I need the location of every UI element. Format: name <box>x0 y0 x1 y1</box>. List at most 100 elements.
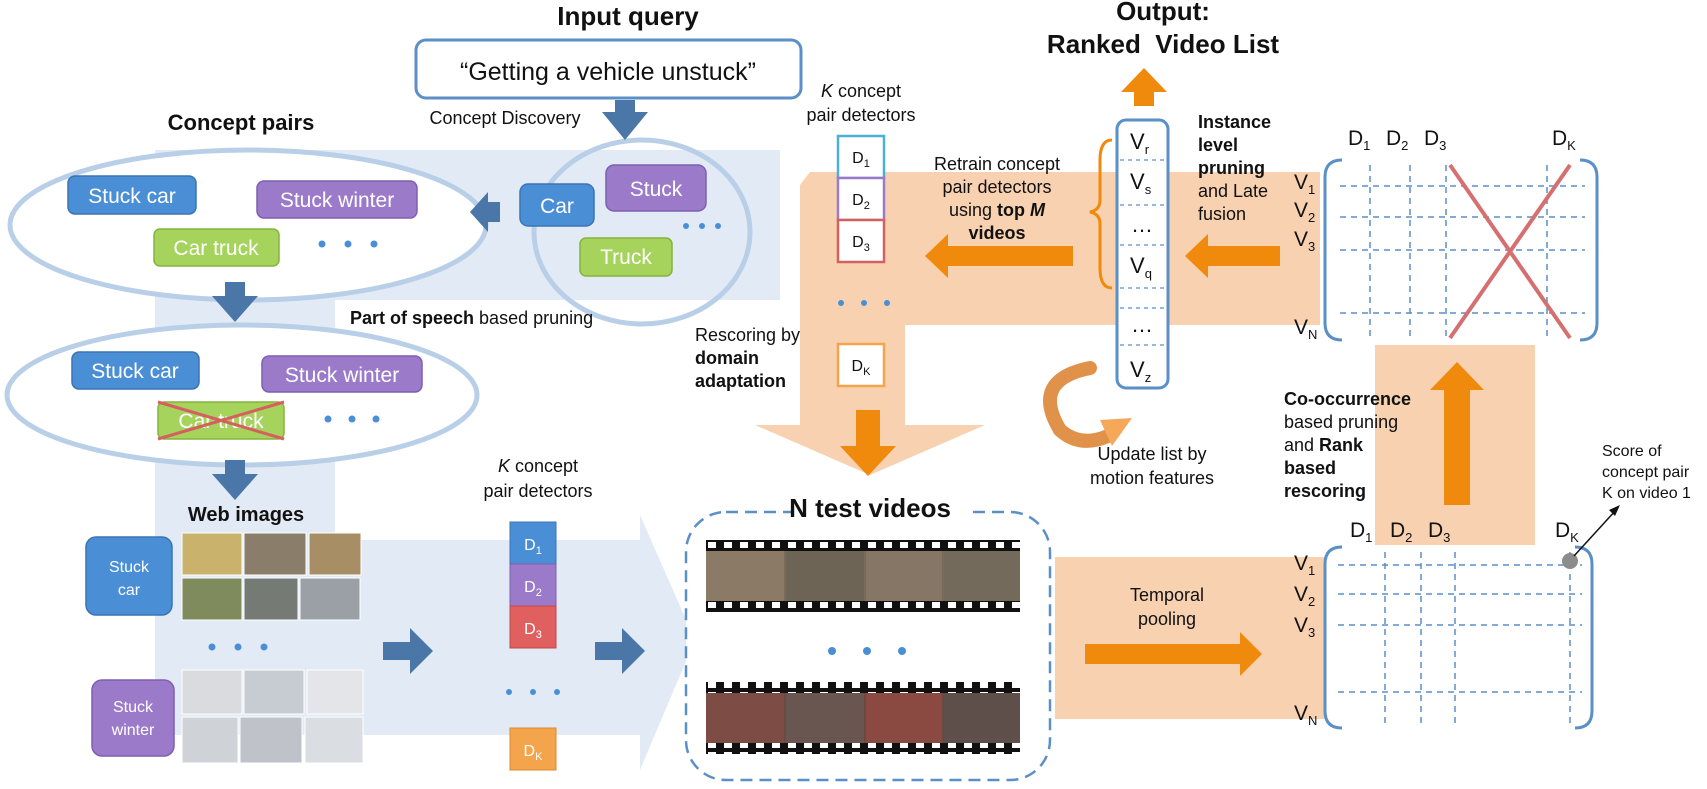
concept-discovery-label: Concept Discovery <box>429 108 580 128</box>
concept-stuck-label: Stuck <box>630 178 683 201</box>
pair-stuck-car-label: Stuck car <box>88 185 176 208</box>
score-matrix <box>1323 545 1594 730</box>
pair-stuck-car-pill: Stuck car <box>67 175 197 215</box>
pair-car-truck-pill: Car truck <box>153 228 280 267</box>
rescoring-line3: adaptation <box>695 371 786 391</box>
update-list-line1: Update list by <box>1097 444 1206 464</box>
score-label-line2: concept pair <box>1602 464 1690 481</box>
output-up-arrow <box>1121 68 1167 106</box>
bottom-matrix-col-dk: DK <box>1555 519 1579 545</box>
web-images-title: Web images <box>188 504 304 526</box>
update-list-arrowhead <box>1100 418 1132 446</box>
top-matrix-row-v3: V3 <box>1294 228 1315 254</box>
score-dot <box>1562 553 1578 569</box>
retrain-line3: using top M <box>949 200 1046 220</box>
matrix-to-list-arrow <box>1185 234 1280 278</box>
rescoring-line1: Rescoring by <box>695 325 800 345</box>
top-matrix-col-d3: D3 <box>1424 127 1446 153</box>
pruned-car-truck-pill: Car truck <box>157 400 285 441</box>
bottom-detectors-label: K concept <box>498 456 578 476</box>
bottom-matrix-col-d2: D2 <box>1390 519 1412 545</box>
bottom-detector-dk: DK <box>524 743 544 763</box>
web-stuck-car-line2: car <box>118 582 141 599</box>
pooling-background <box>1055 557 1325 719</box>
concept-truck-pill: Truck <box>579 237 673 277</box>
pruned-more-dots <box>324 415 380 423</box>
pruned-to-web-arrow <box>212 460 258 500</box>
bottom-detectors-k: K <box>498 456 511 476</box>
input-query-text: “Getting a vehicle unstuck” <box>460 58 756 86</box>
retrain-line4: videos <box>968 223 1025 243</box>
retrain-line1: Retrain concept <box>934 154 1060 174</box>
top-detector-d3: D3 <box>852 234 870 254</box>
top-matrix-col-dk: DK <box>1552 127 1576 153</box>
input-query-box <box>414 38 803 100</box>
cooccurrence-line1: Co-occurrence <box>1284 389 1411 409</box>
pos-pruning-label: Part of speech based pruning <box>350 308 593 328</box>
pair-stuck-winter-pill: Stuck winter <box>256 180 418 219</box>
bottom-detector-more-dots <box>506 689 560 695</box>
pruned-stuck-winter-pill: Stuck winter <box>261 355 423 393</box>
temporal-pooling-line1: Temporal <box>1130 585 1204 605</box>
concept-pairs-ellipse <box>7 147 489 303</box>
ranked-dots-2: … <box>1131 312 1153 337</box>
instance-line5: fusion <box>1198 204 1246 224</box>
cooccurrence-line5: rescoring <box>1284 481 1366 501</box>
bottom-matrix-col-d3: D3 <box>1428 519 1450 545</box>
bottom-matrix-row-v1: V1 <box>1294 552 1315 578</box>
top-detector-more-dots <box>838 300 890 306</box>
retrain-arrow <box>925 234 1073 278</box>
detectors-to-videos-down-arrow <box>840 410 896 476</box>
score-pointer-line <box>1573 509 1617 557</box>
top-matrix-row-vn: VN <box>1294 316 1317 342</box>
top-matrix-row-v2: V2 <box>1294 199 1315 225</box>
web-stuck-car-line1: Stuck <box>109 559 150 576</box>
web-stuck-winter-line1: Stuck <box>113 699 154 716</box>
film-strip-top <box>706 540 1020 612</box>
score-label-line1: Score of <box>1602 443 1662 460</box>
input-query-title: Input query <box>557 1 699 31</box>
top-detectors-label-line2: pair detectors <box>806 105 915 125</box>
web-more-dots <box>208 643 268 651</box>
pruned-pairs-ellipse <box>4 322 480 468</box>
ranked-vr: Vr <box>1130 129 1150 157</box>
test-videos-title: N test videos <box>789 493 951 523</box>
concept-pairs-title: Concept pairs <box>168 110 315 135</box>
concepts-to-pairs-arrow <box>470 192 500 232</box>
top-detectors-k: K <box>821 81 834 101</box>
web-stuck-car-thumbnails <box>181 532 362 621</box>
feedback-flow-background <box>755 172 1320 475</box>
bottom-detector-d3: D3 <box>524 621 542 641</box>
web-stuck-winter-thumbnails <box>181 669 364 764</box>
instance-line2: level <box>1198 135 1238 155</box>
pruned-cross-line <box>157 400 285 441</box>
update-list-line2: motion features <box>1090 468 1214 488</box>
output-title-line1: Output: <box>1116 0 1210 26</box>
pair-more-dots <box>318 240 378 248</box>
bottom-matrix-col-d1: D1 <box>1350 519 1372 545</box>
score-label-line3: K on video 1 <box>1602 485 1691 502</box>
bottom-matrix-row-v3: V3 <box>1294 614 1315 640</box>
temporal-pooling-line2: pooling <box>1138 609 1196 629</box>
rescoring-up-arrow <box>1430 362 1484 505</box>
bottom-detectors-label-rest: concept <box>510 456 578 476</box>
top-detector-dk: DK <box>852 358 872 378</box>
pairs-to-pruned-arrow <box>212 282 258 322</box>
top-m-brace <box>1089 138 1113 290</box>
pos-pruning-rest: based pruning <box>474 308 593 328</box>
rescoring-line2: domain <box>695 348 759 368</box>
concept-stuck-pill: Stuck <box>605 164 707 212</box>
web-stuck-winter-line2: winter <box>111 722 155 739</box>
pair-car-truck-label: Car truck <box>173 237 259 260</box>
top-detectors-label-rest: concept <box>833 81 901 101</box>
bottom-matrix-row-vn: VN <box>1294 702 1317 728</box>
web-stuck-car-pill: Stuck car <box>85 536 173 616</box>
bottom-detector-stack <box>509 521 557 771</box>
concept-car-label: Car <box>540 195 574 218</box>
ranked-dots-1: … <box>1131 212 1153 237</box>
concept-discovery-arrow <box>602 100 648 140</box>
test-videos-title-bg <box>792 492 970 526</box>
update-list-curve <box>1043 361 1115 448</box>
